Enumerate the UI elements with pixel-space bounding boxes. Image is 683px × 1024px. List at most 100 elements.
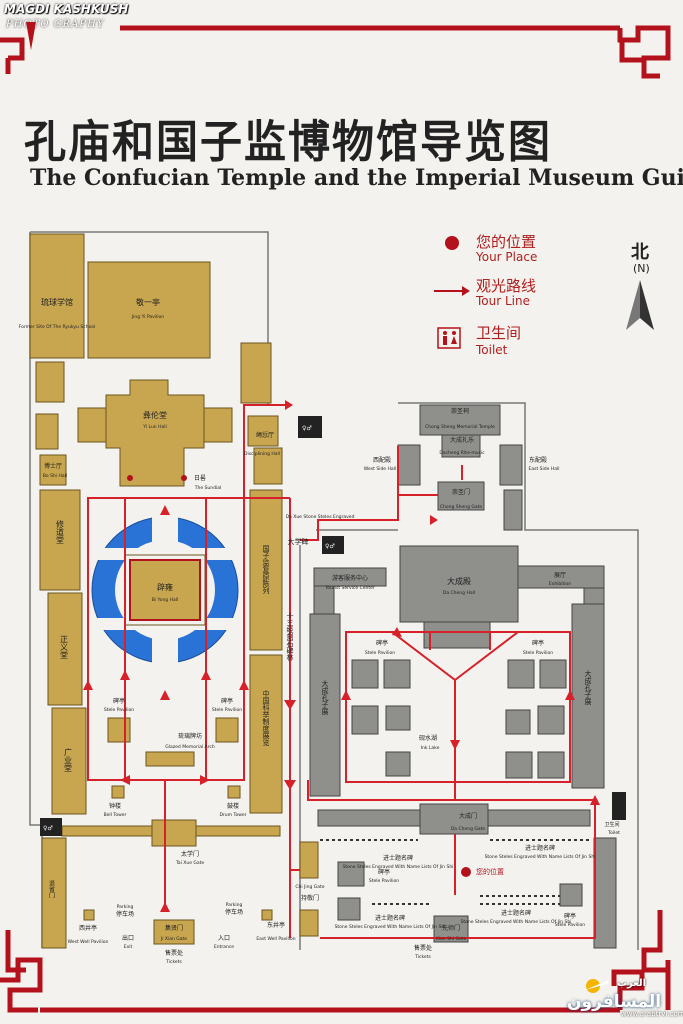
label-jinshi_se-en: Stone Steles Engraved With Name Lists Of…	[461, 919, 572, 925]
label-stele_e-cn: 碑亭	[221, 697, 233, 705]
label-arch-cn: 琉璃牌坊	[178, 732, 202, 740]
stele-rows	[320, 839, 590, 905]
stele-se	[559, 883, 583, 907]
legend-tour-line-cn: 观光路线	[476, 277, 537, 295]
label-dacheng_hall-cn: 大成殿	[447, 576, 471, 586]
legend-your-place-en: Your Place	[476, 250, 538, 264]
label-tickets_w-cn: 售票处	[165, 949, 183, 957]
label-chongsheng_gate-cn: 崇圣门	[452, 488, 470, 496]
dacheng-hall-base	[423, 621, 491, 649]
label-yourplace_map-cn: 您的位置	[476, 867, 504, 876]
label-stele_mid_e-en: Stele Pavilion	[523, 650, 553, 656]
label-exam-cn: 中国科举制度展览	[262, 689, 270, 747]
label-biyong-cn: 辟雍	[157, 582, 173, 592]
east-side-hall	[499, 444, 523, 486]
stele-sq-7	[539, 659, 567, 689]
label-entrance-en: Entrance	[214, 944, 234, 950]
toilet-icon	[437, 327, 461, 349]
label-westhall-en: West Side Hall	[364, 466, 396, 472]
title-english: The Confucian Temple and the Imperial Mu…	[30, 165, 683, 191]
label-jingyi-en: Jing Yi Pavilion	[131, 314, 164, 320]
label-drum-en: Drum Tower	[219, 812, 246, 818]
stele-sq-10	[505, 751, 533, 779]
stele-sq-1	[351, 659, 379, 689]
label-jixian-en: Ji Xian Gate	[160, 936, 187, 942]
photographer-watermark: MAGDI KASHKUSH	[4, 2, 129, 16]
label-sundial-en: The Sundial	[194, 485, 221, 491]
label-parking_w-cn: 停车场	[116, 910, 134, 918]
bell-tower	[111, 785, 125, 799]
exhibition-hall	[517, 565, 605, 589]
label-sheng-en: Disciplining Hall	[244, 451, 280, 457]
label-boshi-en: Bo Shi Hall	[43, 473, 67, 479]
label-jinshi_ne-en: Stone Steles Engraved With Name Lists Of…	[485, 854, 596, 860]
guangye-hall	[51, 707, 87, 815]
label-xijing-en: West Well Pavilion	[68, 939, 109, 945]
dacheng-gate	[419, 803, 489, 835]
your-place-marker	[461, 867, 471, 877]
legend-toilet-en: Toilet	[476, 343, 508, 357]
title-chinese: 孔庙和国子监博物馆导览图	[24, 115, 553, 168]
sundial-marker-1	[127, 475, 133, 481]
label-stele_se-cn: 碑亭	[564, 912, 576, 920]
label-exit-en: Exit	[124, 944, 133, 950]
label-jixian-cn: 集贤门	[165, 924, 183, 932]
label-dacheng_hall-en: Da Cheng Hall	[443, 590, 475, 596]
stele-sq-2	[383, 659, 411, 689]
label-chongsheng-en: Chong Sheng Memorial Temple	[425, 424, 495, 430]
label-dacheng_rite-en: Dacheng Rite-music	[439, 450, 485, 456]
label-boshi-cn: 博士厅	[44, 462, 62, 470]
label-exit-cn: 出口	[122, 934, 134, 942]
label-liuqiu-cn: 琉球学馆	[41, 297, 73, 307]
label-jinshi_sw-cn: 进士题名碑	[375, 914, 405, 922]
label-jinshi_ne-cn: 进士题名碑	[525, 844, 555, 852]
confucius-w	[309, 613, 341, 797]
label-dongjing-cn: 东井亭	[267, 921, 285, 929]
label-inklake-cn: 砚水湖	[419, 734, 437, 742]
label-arch-en: Glazed Memorial Arch	[165, 744, 215, 750]
stele-sq-6	[507, 659, 535, 689]
label-dacheng_rite-cn: 大成礼乐	[450, 436, 474, 444]
label-xijing-cn: 西井亭	[79, 924, 97, 932]
west-small-1	[35, 361, 65, 403]
stele-sq-8	[505, 709, 531, 735]
west-well	[83, 909, 95, 921]
label-stele_mid_w-cn: 碑亭	[376, 639, 388, 647]
label-xiudao-cn: 修道堂	[56, 519, 65, 544]
label-tickets_e-en: Tickets	[414, 954, 431, 960]
label-bell-en: Bell Tower	[104, 812, 127, 818]
label-chijing-cn: 持敬门	[301, 894, 319, 902]
stele-e-small	[215, 717, 239, 743]
taixue-gate	[151, 819, 197, 847]
label-yilun-en: Yi Lun Hall	[142, 424, 166, 430]
logo-url: www.arabtrvl.com	[621, 1010, 683, 1018]
north-label-en: (N)	[633, 262, 650, 275]
label-confucius_e-cn: 大成孔子展	[584, 669, 592, 706]
label-jingyi-cn: 敬一亭	[136, 297, 160, 307]
logo-text-arabic: المسافرون	[567, 992, 662, 1012]
zhengyi-hall	[47, 592, 83, 706]
your-place-dot-icon	[445, 236, 459, 250]
label-taixue-cn: 太学门	[181, 850, 199, 858]
west-small-2	[35, 413, 59, 450]
sheng-hall	[253, 447, 283, 485]
label-stele_w-cn: 碑亭	[113, 697, 125, 705]
label-taixue_w-cn: 退省门	[48, 879, 55, 899]
route-arrows	[83, 400, 600, 912]
label-parking_e-en: Parking	[226, 902, 243, 908]
label-sheng-cn: 绳愆厅	[256, 431, 274, 439]
west-side-hall	[397, 444, 421, 486]
label-jinshi_nw-en: Stone Steles Engraved With Name Lists Of…	[343, 864, 454, 870]
label-steles13-cn: 十三经刻石碑林	[286, 611, 294, 662]
boshi-hall	[39, 454, 67, 486]
label-dacheng_gate-cn: 大成门	[459, 812, 477, 820]
yilun-hall-wing-w	[77, 407, 107, 443]
sheng-hall-top	[247, 415, 279, 447]
liuqiu-building	[29, 233, 85, 359]
label-toilet_label-en: Toilet	[607, 830, 620, 836]
label-chongsheng-cn: 崇圣祠	[451, 407, 469, 415]
stele-sq-5	[385, 751, 411, 777]
label-tickets_w-en: Tickets	[165, 959, 182, 965]
